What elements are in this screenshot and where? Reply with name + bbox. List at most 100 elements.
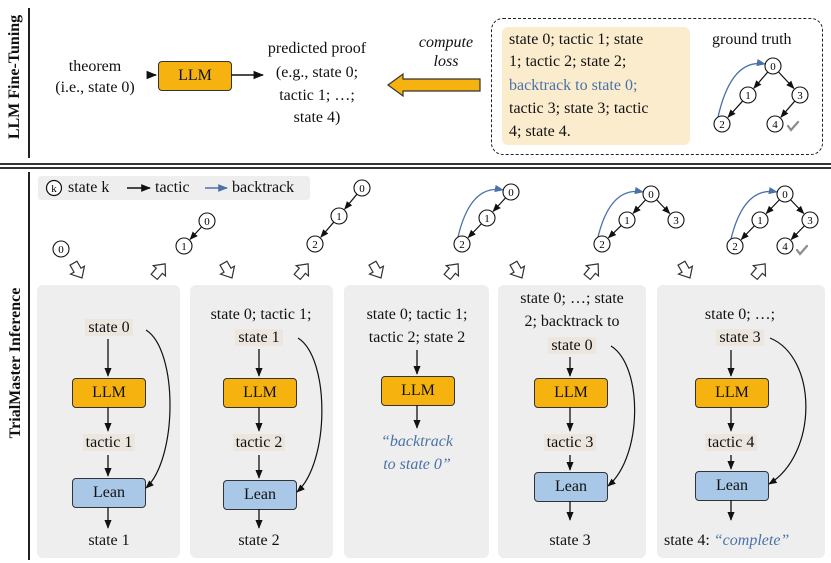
gt-node-1-label: 1 bbox=[745, 90, 751, 102]
panel-5-llm-box: LLM bbox=[695, 378, 769, 408]
gt-text-line-3: backtrack to state 0; bbox=[509, 77, 638, 94]
tree-5-edge-1-2 bbox=[607, 225, 622, 239]
tree-3-edge-0-1 bbox=[344, 193, 358, 210]
p2-curve-state-lean bbox=[296, 337, 323, 493]
hollow-arrow-up-3 bbox=[443, 263, 460, 281]
panel-1-tactic: tactic 1 bbox=[68, 433, 150, 453]
gt-node-4-label: 4 bbox=[772, 119, 778, 131]
legend-backtrack: backtrack bbox=[232, 179, 295, 196]
section-divider-vertical-bottom bbox=[28, 172, 30, 560]
tree-4-backtrack-arc bbox=[457, 184, 504, 238]
theorem-sublabel: (i.e., state 0) bbox=[55, 79, 135, 96]
tree-3-node-1-label: 1 bbox=[336, 211, 342, 223]
tree-5-node-0-label: 0 bbox=[648, 189, 654, 201]
panel-2-tactic: tactic 2 bbox=[218, 433, 300, 453]
panel-1-llm-box: LLM bbox=[72, 378, 146, 408]
tree-1-node-0 bbox=[52, 240, 70, 258]
svg-text:k: k bbox=[51, 183, 57, 195]
ground-truth-box bbox=[491, 18, 823, 155]
panel-3-top-line-2: tactic 2; state 2 bbox=[368, 329, 466, 346]
gt-edge-3-4 bbox=[780, 100, 796, 118]
tree-2-node-0-label: 0 bbox=[204, 216, 210, 228]
panel-5-top-line-2: state 3 bbox=[690, 328, 790, 348]
gt-check-icon bbox=[786, 120, 800, 132]
legend-box bbox=[38, 176, 310, 200]
gt-text-line-1: state 0; tactic 1; state bbox=[509, 31, 644, 48]
llm-box-finetuning: LLM bbox=[158, 61, 232, 91]
panel-4-top-line-3: state 0 bbox=[531, 336, 613, 356]
hollow-arrow-up-5 bbox=[750, 263, 767, 281]
gt-edge-1-2 bbox=[727, 100, 744, 118]
hollow-arrow-down-5 bbox=[677, 260, 694, 279]
panel-5-result-quote: “complete” bbox=[713, 532, 790, 549]
tree-6-edge-1-2 bbox=[740, 225, 755, 241]
tree-4-node-0-label: 0 bbox=[508, 187, 514, 199]
panel-4-state-highlight: state 0 bbox=[548, 337, 596, 354]
gt-node-2-label: 2 bbox=[719, 119, 725, 131]
panel-5-result-prefix: state 4: bbox=[664, 532, 714, 549]
tree-4-node-2 bbox=[453, 235, 471, 253]
panel-2-top-line-2: state 1 bbox=[218, 328, 300, 348]
panel-3-llm-box: LLM bbox=[381, 376, 455, 406]
legend-node-k: k bbox=[45, 179, 63, 197]
tree-5-edge-0-3 bbox=[656, 199, 671, 215]
gt-text-line-5: 4; state 4. bbox=[509, 123, 571, 140]
panel-1-lean-box: Lean bbox=[72, 478, 146, 508]
predicted-proof-line-1: predicted proof bbox=[267, 40, 367, 57]
tree-3-node-2-label: 2 bbox=[312, 239, 318, 251]
panel-5-top-line-1: state 0; …; bbox=[704, 306, 776, 323]
tree-3-edge-1-2 bbox=[320, 221, 335, 238]
tree-6-node-2 bbox=[726, 237, 744, 255]
gt-backtrack-arc bbox=[717, 58, 766, 118]
tree-5-node-1-label: 1 bbox=[624, 215, 630, 227]
panel-4-top-line-2: 2; backtrack to bbox=[524, 313, 620, 330]
panel-4-llm-box: LLM bbox=[534, 378, 608, 408]
tree-4-node-1-label: 1 bbox=[484, 213, 490, 225]
panel-1-result: state 1 bbox=[88, 532, 130, 549]
gt-node-1 bbox=[739, 86, 757, 104]
tree-6-node-0-label: 0 bbox=[782, 189, 788, 201]
predicted-proof-line-3: tactic 1; …; bbox=[279, 87, 355, 104]
tree-6-node-3 bbox=[801, 211, 819, 229]
panel-4-top-line-1: state 0; …; state bbox=[520, 290, 624, 307]
tree-3-node-0-label: 0 bbox=[359, 183, 365, 195]
panel-4-tactic: tactic 3 bbox=[529, 433, 611, 453]
tree-6-node-3-label: 3 bbox=[807, 215, 813, 227]
tree-4-node-2-label: 2 bbox=[459, 239, 465, 251]
panel-2-llm-box: LLM bbox=[223, 378, 297, 408]
tree-4-node-0 bbox=[502, 183, 520, 201]
gt-node-0-label: 0 bbox=[770, 61, 776, 73]
ground-truth-label: ground truth bbox=[712, 31, 792, 48]
tree-6-node-2-label: 2 bbox=[732, 241, 738, 253]
tree-6-node-0 bbox=[776, 185, 794, 203]
gt-edge-0-1 bbox=[753, 71, 769, 89]
legend-tactic: tactic bbox=[155, 179, 190, 196]
tree-5-edge-0-1 bbox=[632, 199, 647, 215]
predicted-proof-line-4: state 4) bbox=[293, 109, 341, 126]
tree-5-node-2 bbox=[593, 235, 611, 253]
theorem-label: theorem bbox=[68, 58, 122, 75]
tree-3-node-0 bbox=[353, 179, 371, 197]
tree-6-edge-3-4 bbox=[790, 225, 805, 241]
tree-2-edge-0-1 bbox=[189, 226, 203, 240]
hollow-arrow-down-3 bbox=[368, 260, 385, 279]
section-divider-line-2 bbox=[0, 167, 831, 169]
tree-6-backtrack-arc bbox=[730, 186, 778, 240]
tree-step-4: 0 1 2 bbox=[453, 183, 520, 253]
tree-5-node-3 bbox=[667, 211, 685, 229]
tree-2-node-1-label: 1 bbox=[181, 241, 187, 253]
hollow-arrow-down-4 bbox=[509, 260, 526, 279]
tree-step-1: 0 bbox=[52, 240, 70, 258]
panel-5-tactic: tactic 4 bbox=[690, 433, 772, 453]
panel-2-tactic-highlight: tactic 2 bbox=[232, 434, 286, 451]
predicted-proof-line-2: (e.g., state 0; bbox=[275, 64, 359, 81]
p5-curve-state-lean bbox=[768, 337, 807, 485]
gt-node-2 bbox=[713, 115, 731, 133]
panel-4-result: state 3 bbox=[549, 532, 591, 549]
tree-6-node-1 bbox=[751, 211, 769, 229]
tree-step-2: 01 bbox=[175, 212, 216, 255]
legend-state-k: state k bbox=[68, 179, 110, 196]
section-divider-line-1 bbox=[0, 163, 831, 165]
tree-5-node-0 bbox=[642, 185, 660, 203]
